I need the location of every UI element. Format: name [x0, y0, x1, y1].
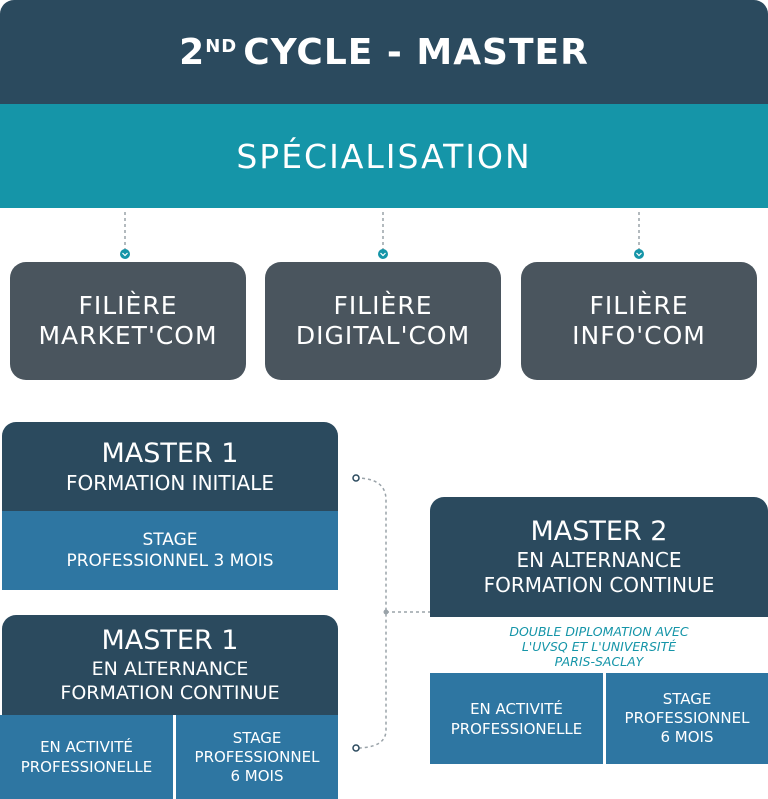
- filiere-digitalcom-box: FILIÈRE DIGITAL'COM: [265, 262, 501, 380]
- specialisation-banner: SPÉCIALISATION: [0, 104, 768, 208]
- master1-stage-box: STAGE PROFESSIONNEL 6 MOIS: [176, 715, 338, 799]
- filiere-name: DIGITAL'COM: [295, 321, 471, 350]
- stage-duration: PROFESSIONNEL 3 MOIS: [66, 550, 274, 571]
- master1-activite-box: EN ACTIVITÉ PROFESSIONELLE: [0, 715, 173, 799]
- stage-duration: 6 MOIS: [230, 766, 284, 785]
- master1-alternance-subtitle-2: FORMATION CONTINUE: [60, 682, 280, 704]
- activite-label: EN ACTIVITÉ: [470, 699, 563, 718]
- stage-label: STAGE: [142, 529, 198, 550]
- filiere-infocom-box: FILIÈRE INFO'COM: [521, 262, 757, 380]
- master1-initial-subtitle: FORMATION INITIALE: [65, 470, 275, 495]
- filiere-name: MARKET'COM: [38, 321, 218, 350]
- stage-label: STAGE: [232, 728, 282, 747]
- double-diplomation-note: DOUBLE DIPLOMATION AVEC L'UVSQ ET L'UNIV…: [430, 620, 768, 672]
- activite-label-2: PROFESSIONELLE: [450, 719, 583, 738]
- filiere-label: FILIÈRE: [333, 291, 433, 320]
- stage-label: STAGE: [662, 690, 712, 708]
- note-line: DOUBLE DIPLOMATION AVEC: [509, 623, 689, 639]
- filiere-label: FILIÈRE: [78, 291, 178, 320]
- filiere-marketcom-box: FILIÈRE MARKET'COM: [10, 262, 246, 380]
- activite-label-2: PROFESSIONELLE: [20, 758, 153, 776]
- master1-alternance-header: MASTER 1 EN ALTERNANCE FORMATION CONTINU…: [2, 615, 338, 715]
- stage-duration: 6 MOIS: [660, 728, 714, 746]
- note-line: L'UVSQ ET L'UNIVERSITÉ: [521, 638, 677, 654]
- master2-header: MASTER 2 EN ALTERNANCE FORMATION CONTINU…: [430, 497, 768, 617]
- filiere-label: FILIÈRE: [589, 291, 689, 320]
- specialisation-label: SPÉCIALISATION: [236, 136, 532, 176]
- master1-alternance-title: MASTER 1: [101, 625, 239, 656]
- master1-initial-header: MASTER 1 FORMATION INITIALE: [2, 422, 338, 511]
- master2-subtitle-2: FORMATION CONTINUE: [483, 573, 715, 597]
- note-line: PARIS-SACLAY: [554, 653, 644, 669]
- filiere-name: INFO'COM: [572, 321, 706, 350]
- stage-label-2: PROFESSIONNEL: [624, 709, 750, 727]
- master2-title: MASTER 2: [530, 516, 668, 547]
- master1-initial-title: MASTER 1: [101, 437, 239, 469]
- master1-alternance-subtitle: EN ALTERNANCE: [91, 658, 249, 680]
- stage-label-2: PROFESSIONNEL: [194, 747, 320, 766]
- activite-label: EN ACTIVITÉ: [40, 738, 133, 756]
- master2-activite-box: EN ACTIVITÉ PROFESSIONELLE: [430, 673, 603, 764]
- master2-subtitle: EN ALTERNANCE: [516, 548, 682, 572]
- master2-stage-box: STAGE PROFESSIONNEL 6 MOIS: [606, 673, 768, 764]
- master1-initial-stage: STAGE PROFESSIONNEL 3 MOIS: [2, 511, 338, 590]
